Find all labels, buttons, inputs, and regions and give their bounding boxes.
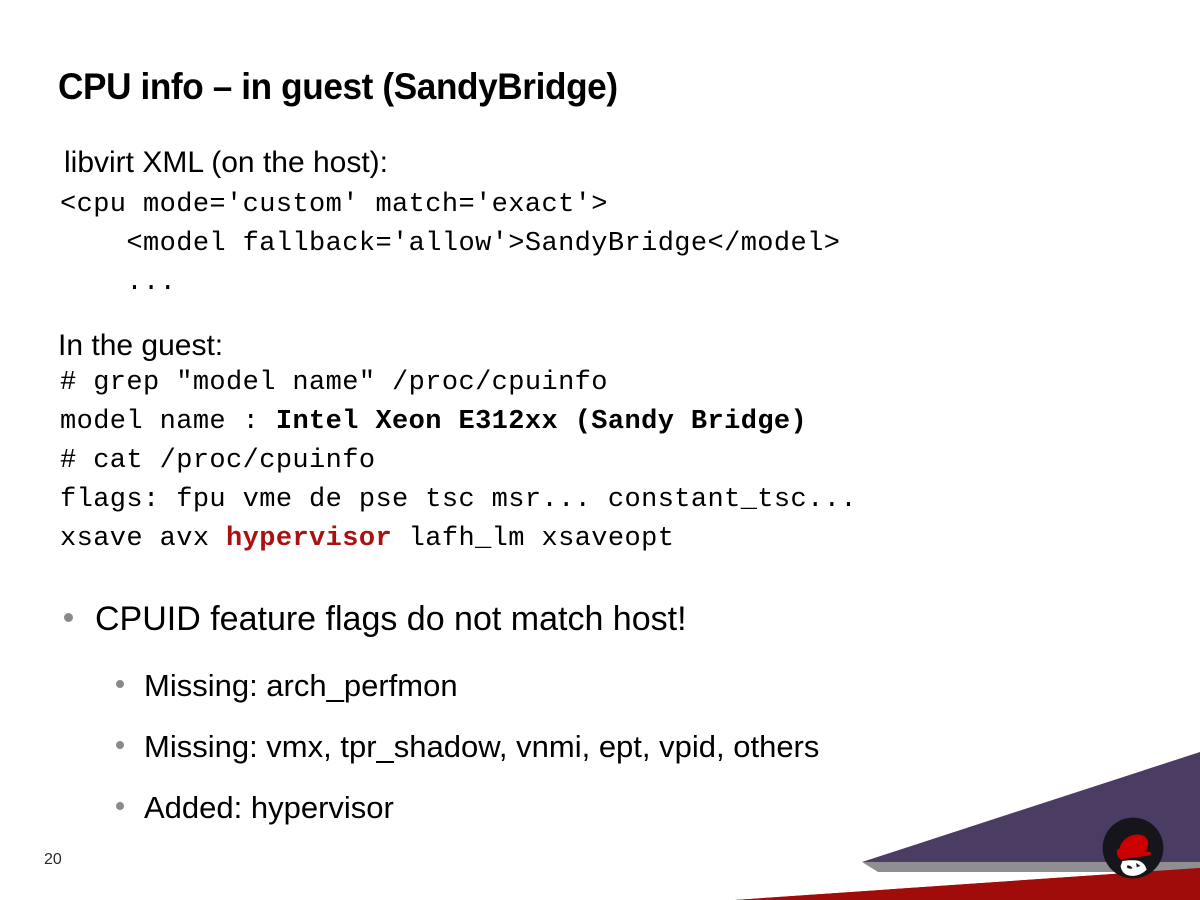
bullet-dot-icon [64, 613, 73, 622]
xml-code-line-1: <cpu mode='custom' match='exact'> [60, 190, 608, 220]
hypervisor-flag-highlight: hypervisor [226, 524, 393, 554]
page-number: 20 [44, 851, 62, 868]
xml-code-line-3: ... [60, 268, 177, 298]
bullet-label: CPUID feature flags do not match host! [95, 600, 687, 638]
bullet-label: Added: hypervisor [144, 790, 394, 825]
flags-prefix: xsave avx [60, 524, 227, 554]
bullet-dot-icon [116, 680, 124, 688]
red-hat-shadowman-logo [1102, 817, 1164, 879]
bullet-dot-icon [116, 741, 124, 749]
host-xml-label: libvirt XML (on the host): [64, 146, 389, 179]
bullet-item-missing-arch-perfmon: Missing: arch_perfmon [116, 668, 458, 704]
bullet-label: Missing: arch_perfmon [144, 668, 458, 703]
model-name-prefix: model name : [60, 407, 276, 437]
shell-command-grep: # grep "model name" /proc/cpuinfo [60, 368, 608, 398]
xml-code-line-2: <model fallback='allow'>SandyBridge</mod… [60, 229, 841, 259]
shell-output-flags-line-1: flags: fpu vme de pse tsc msr... constan… [60, 485, 857, 515]
model-name-value: Intel Xeon E312xx (Sandy Bridge) [275, 407, 808, 437]
bullet-item-cpuid-mismatch: CPUID feature flags do not match host! [64, 600, 687, 639]
guest-label: In the guest: [58, 329, 224, 362]
shell-output-model-name: model name : Intel Xeon E312xx (Sandy Br… [60, 407, 807, 437]
bullet-label: Missing: vmx, tpr_shadow, vnmi, ept, vpi… [144, 729, 820, 764]
shell-command-cat: # cat /proc/cpuinfo [60, 446, 376, 476]
bullet-item-missing-vmx: Missing: vmx, tpr_shadow, vnmi, ept, vpi… [116, 729, 819, 765]
shell-output-flags-line-2: xsave avx hypervisor lafh_lm xsaveopt [60, 524, 674, 554]
bullet-item-added-hypervisor: Added: hypervisor [116, 790, 394, 826]
bullet-dot-icon [116, 802, 124, 810]
page-title: CPU info – in guest (SandyBridge) [58, 66, 618, 107]
flags-suffix: lafh_lm xsaveopt [392, 524, 675, 554]
